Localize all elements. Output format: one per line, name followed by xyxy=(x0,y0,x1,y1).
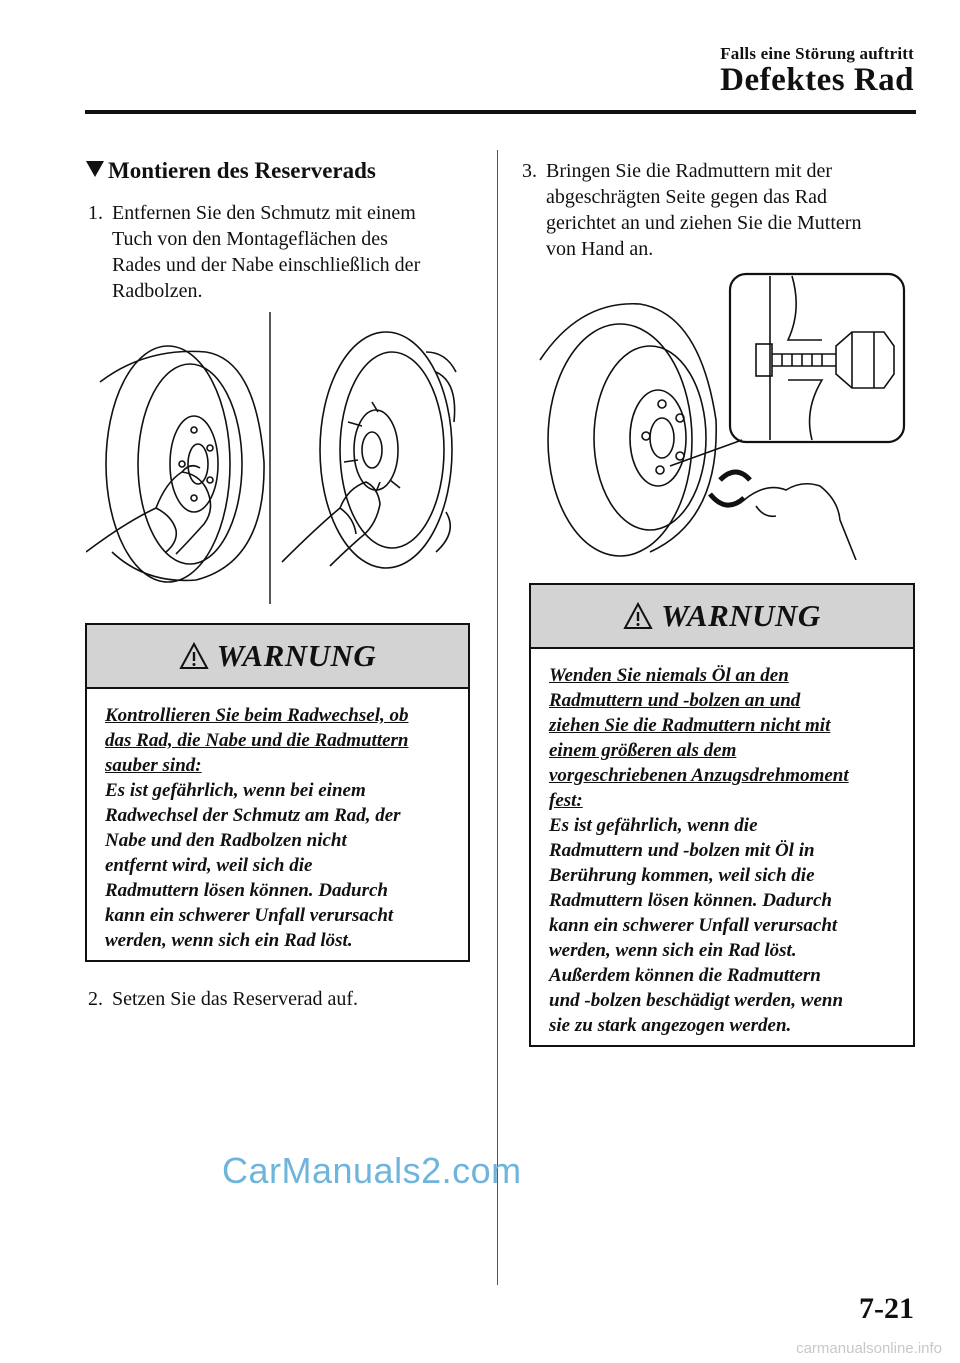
warning-triangle-icon xyxy=(623,602,653,629)
section-title: Montieren des Reserverads xyxy=(86,158,376,184)
footer-site-link[interactable]: carmanualsonline.info xyxy=(796,1340,942,1357)
warning-box-2: WARNUNG Wenden Sie niemals Öl an den Rad… xyxy=(529,583,915,1047)
header-rule xyxy=(85,110,916,114)
step-number: 1. xyxy=(88,202,103,224)
step-text: Bringen Sie die Radmuttern mit der abges… xyxy=(546,160,862,260)
watermark-link[interactable]: CarManuals2.com xyxy=(222,1150,522,1191)
warning-header: WARNUNG xyxy=(87,625,468,689)
step-2: 2. Setzen Sie das Reserverad auf. xyxy=(88,986,488,1012)
warning-box-1: WARNUNG Kontrollieren Sie beim Radwechse… xyxy=(85,623,470,962)
warning-body: Wenden Sie niemals Öl an den Radmuttern … xyxy=(531,649,913,1050)
warning-text: Es ist gefährlich, wenn die Radmuttern u… xyxy=(549,815,844,1036)
step-number: 2. xyxy=(88,988,103,1010)
step-number: 3. xyxy=(522,160,537,182)
warning-triangle-icon xyxy=(178,642,209,669)
chapter-title: Falls eine Störung auftritt xyxy=(720,44,914,63)
page-number: 7-21 xyxy=(859,1292,914,1325)
cleaning-wheel-hub-illustration xyxy=(86,312,457,604)
column-divider xyxy=(497,150,498,1285)
warning-title: WARNUNG xyxy=(661,598,821,633)
page-title: Defektes Rad xyxy=(720,62,914,98)
warning-title: WARNUNG xyxy=(216,638,377,673)
lug-nut-installation-illustration xyxy=(539,272,906,560)
warning-header: WARNUNG xyxy=(531,585,913,649)
warning-body: Kontrollieren Sie beim Radwechsel, ob da… xyxy=(87,689,468,965)
step-3: 3. Bringen Sie die Radmuttern mit der ab… xyxy=(522,158,922,262)
warning-lead-text: Kontrollieren Sie beim Radwechsel, ob da… xyxy=(105,705,409,776)
warning-text: Es ist gefährlich, wenn bei einem Radwec… xyxy=(105,780,401,951)
step-text: Setzen Sie das Reserverad auf. xyxy=(112,988,359,1010)
step-text: Entfernen Sie den Schmutz mit einem Tuch… xyxy=(112,202,421,302)
triangle-bullet-icon xyxy=(86,161,104,177)
step-1: 1. Entfernen Sie den Schmutz mit einem T… xyxy=(88,200,488,304)
section-title-text: Montieren des Reserverads xyxy=(108,158,376,183)
warning-lead-text: Wenden Sie niemals Öl an den Radmuttern … xyxy=(549,665,849,811)
